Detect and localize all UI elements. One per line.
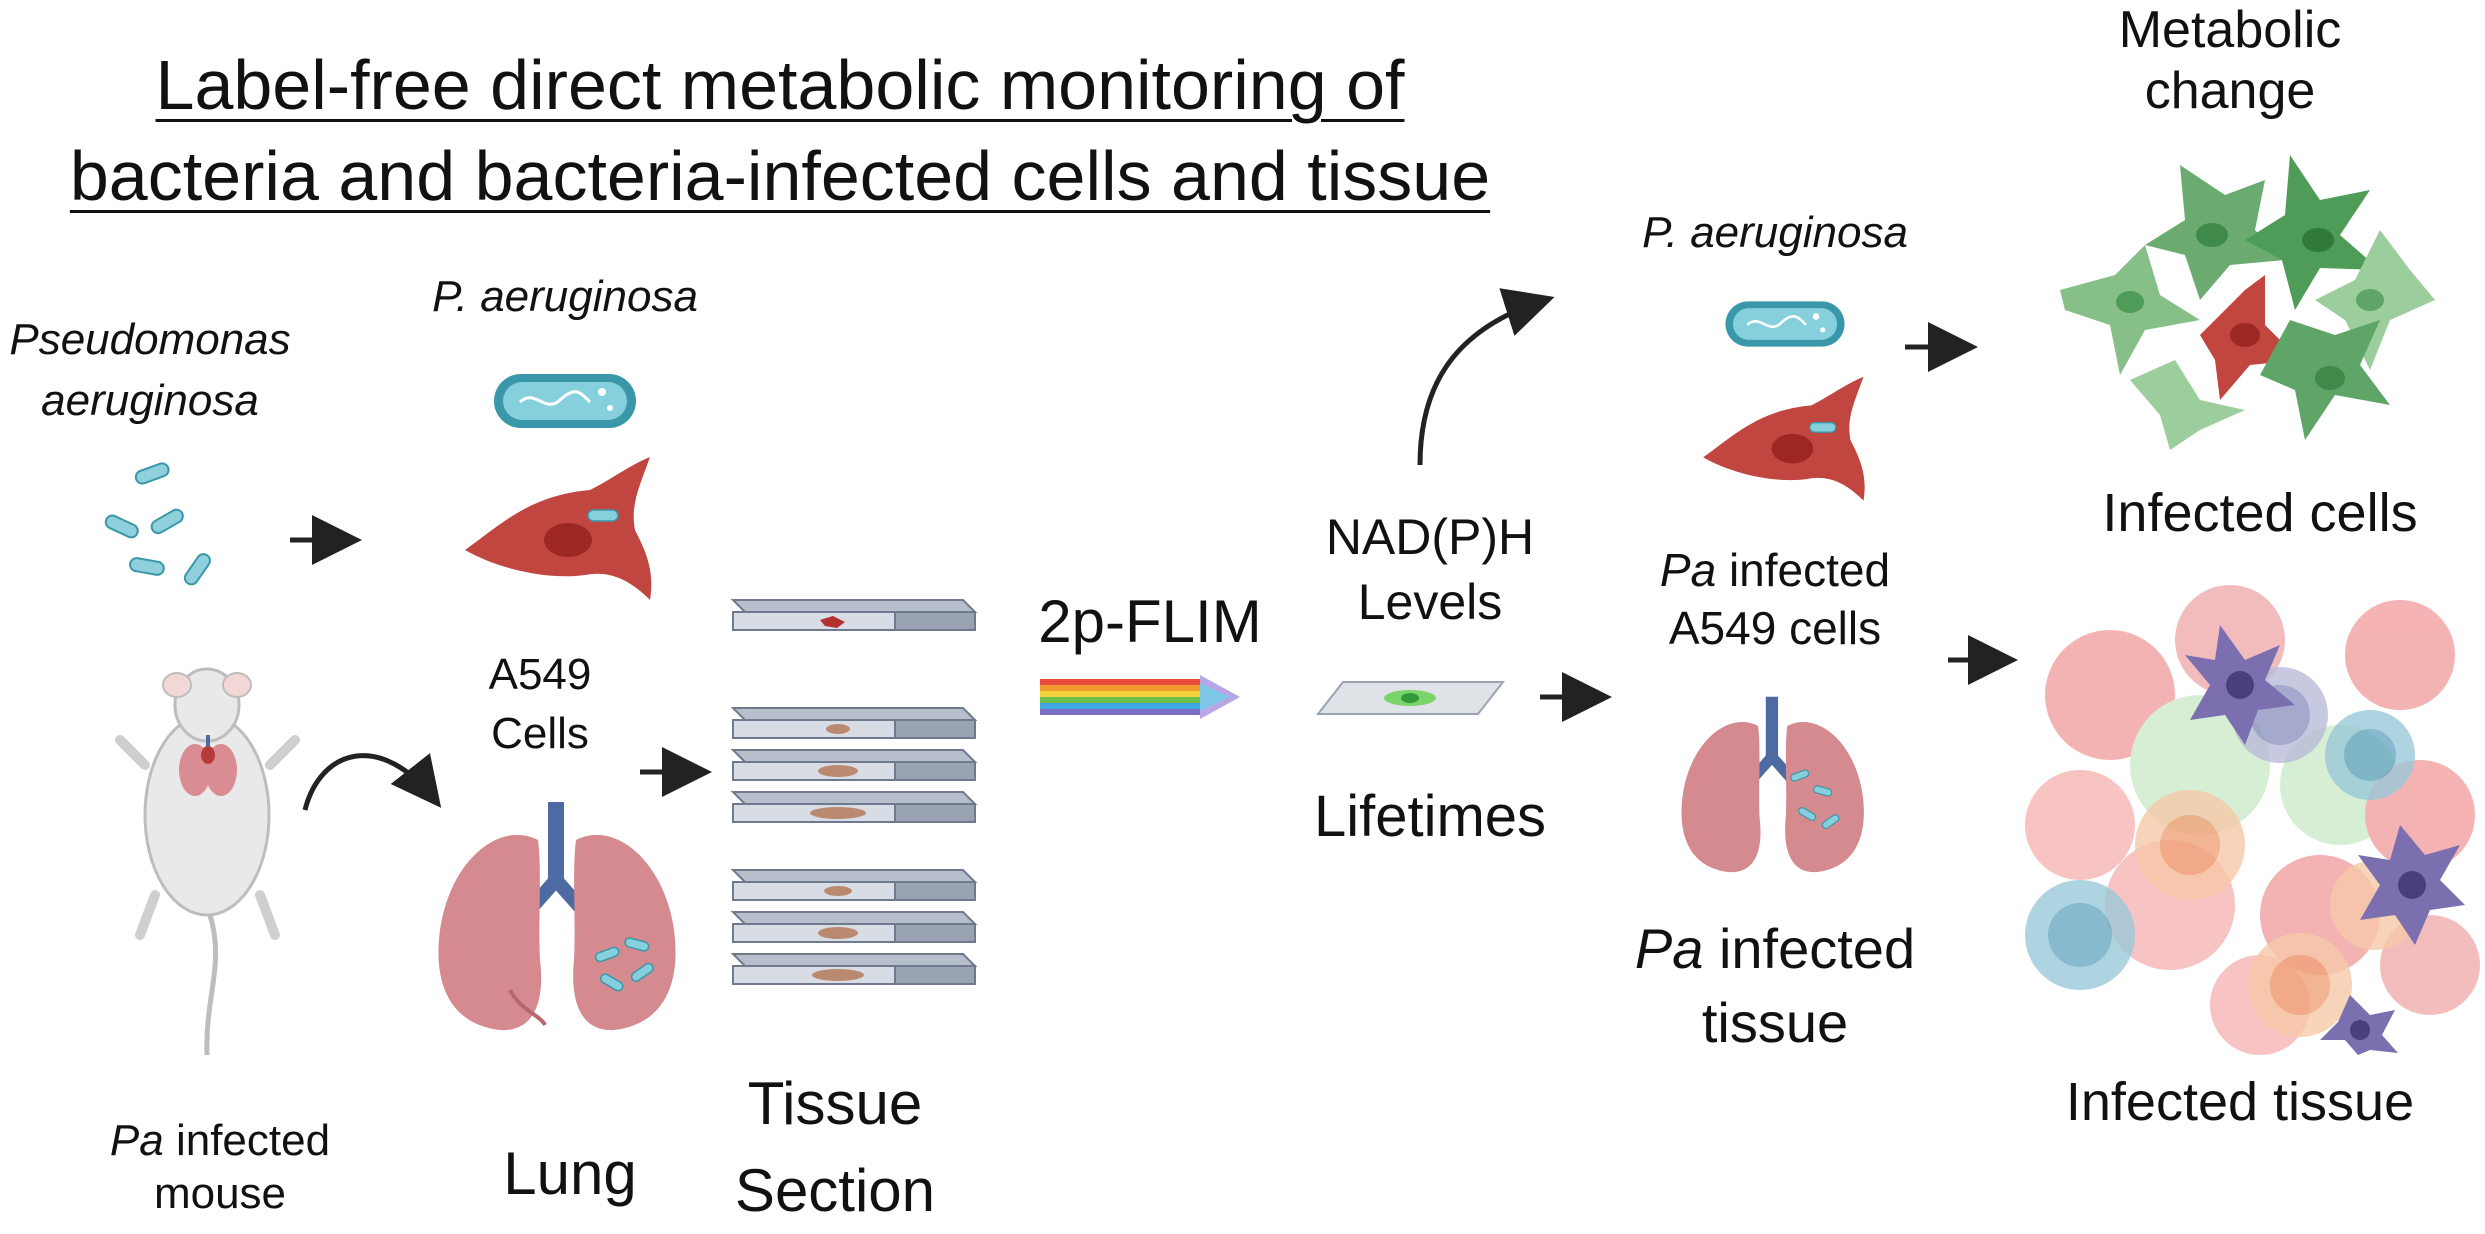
mouse-icon (115, 667, 300, 1056)
flim-slide-icon (1315, 681, 1506, 715)
diagram-title: Label-free direct metabolic monitoring o… (0, 40, 1560, 222)
tissue-label-rest: infected (1703, 917, 1916, 980)
species-genus: Pseudomonas (9, 315, 291, 364)
tissue-line: Tissue (747, 1070, 923, 1137)
rainbow-arrow-icon (1040, 675, 1240, 719)
levels-line: Levels (1357, 574, 1503, 630)
mouse-label-abbr: Pa (109, 1116, 164, 1165)
section-line: Section (734, 1157, 936, 1224)
tissue-slides-stack-icon (730, 599, 978, 985)
bacterium-label-right: P. aeruginosa (1642, 208, 1908, 257)
infected-a549-label: Pa infected A549 cells (1610, 542, 1940, 658)
a549-cells-label: A549 Cells (450, 645, 630, 764)
host-cell-icon-right (1703, 376, 1865, 501)
a549-label-line2: A549 cells (1668, 601, 1882, 654)
change-line: change (2144, 62, 2316, 121)
tissue-section-label: Tissue Section (690, 1060, 980, 1234)
species-epithet: aeruginosa (41, 375, 259, 425)
lung-icon-middle (438, 802, 676, 1031)
infected-cells-label: Infected cells (2102, 483, 2418, 543)
slide-top (730, 599, 978, 631)
cells-line: Cells (491, 709, 589, 759)
nadph-line: NAD(P)H (1325, 509, 1535, 565)
metabolic-change-label: Metabolic change (2060, 0, 2400, 123)
a549-label-rest: infected (1716, 544, 1891, 596)
species-label: Pseudomonas aeruginosa (0, 310, 300, 431)
title-line-1: Label-free direct metabolic monitoring o… (155, 46, 1405, 124)
infected-tissue-cluster-icon (2025, 585, 2480, 1055)
bacteria-cluster-icon (104, 462, 211, 586)
lifetimes-label: Lifetimes (1313, 784, 1547, 849)
bacterium-icon-middle (494, 374, 636, 428)
host-cell-icon-middle (465, 457, 652, 600)
tissue-label-line2: tissue (1701, 991, 1849, 1055)
title-line-2: bacteria and bacteria-infected cells and… (69, 137, 1491, 215)
nadph-levels-label: NAD(P)H Levels (1280, 505, 1580, 635)
a549-label-abbr: Pa (1659, 544, 1717, 596)
bacterium-label-middle: P. aeruginosa (432, 272, 698, 321)
flim-method-label: 2p-FLIM (1038, 588, 1262, 655)
mouse-label-line2: mouse (153, 1168, 287, 1218)
infected-mouse-label: Pa infected mouse (60, 1115, 380, 1221)
a549-line: A549 (488, 650, 592, 699)
metabolic-line: Metabolic (2118, 1, 2342, 59)
lung-icon-right (1681, 696, 1864, 873)
bacterium-icon-right (1725, 301, 1845, 347)
lung-label: Lung (503, 1140, 637, 1207)
mouse-label-rest: infected (163, 1116, 331, 1165)
infected-tissue-label: Infected tissue (2065, 1072, 2415, 1132)
tissue-label-abbr: Pa (1634, 917, 1704, 980)
infected-tissue-label-right: Pa infected tissue (1610, 912, 1940, 1061)
infected-cells-cluster-icon (2060, 155, 2435, 450)
